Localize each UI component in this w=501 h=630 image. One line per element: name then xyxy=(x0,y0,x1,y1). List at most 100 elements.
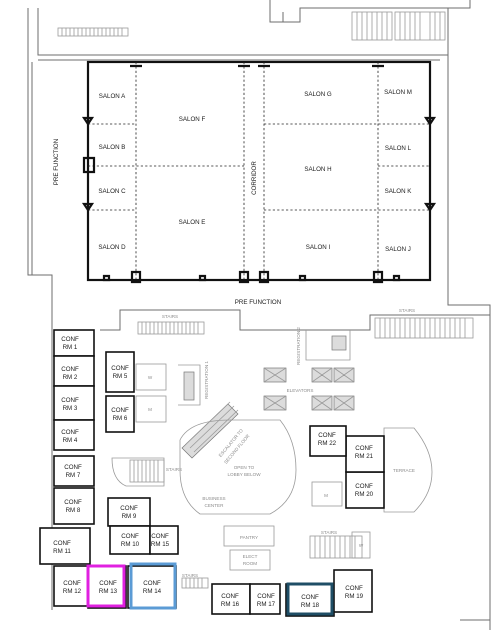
conf-rm-7-prefix: CONF xyxy=(64,464,82,471)
open-lobby-line1: OPEN TO xyxy=(234,465,255,470)
conf-rm-6-prefix: CONF xyxy=(111,407,129,414)
salon-d-label: SALON D xyxy=(98,244,126,251)
mid-stairs: STAIRS xyxy=(111,457,182,487)
conf-rm-1-prefix: CONF xyxy=(61,336,79,343)
salon-l-label: SALON L xyxy=(385,145,412,152)
conf-rm-12[interactable] xyxy=(53,565,91,607)
salon-a-label: SALON A xyxy=(99,93,126,100)
salon-m-label: SALON M xyxy=(384,89,412,96)
pantry-label: PANTRY xyxy=(240,535,258,540)
salon-c-label: SALON C xyxy=(98,188,126,195)
business-center-line2: CENTER xyxy=(205,503,225,508)
conf-rm-2[interactable] xyxy=(53,355,95,387)
corridor-label: CORRIDOR xyxy=(251,161,258,195)
conf-rm-9-label: RM 9 xyxy=(122,513,137,520)
conf-rm-5-prefix: CONF xyxy=(111,365,129,372)
elevators: ELEVATORS xyxy=(263,367,355,411)
conf-rm-17-prefix: CONF xyxy=(257,593,275,600)
restroom-w1-label: W xyxy=(148,375,153,380)
ballroom: SALON A SALON B SALON C SALON D SALON E … xyxy=(81,60,437,284)
registration-1-label: REGISTRATION 1 xyxy=(204,361,209,399)
conf-rm-21-prefix: CONF xyxy=(355,445,373,452)
conf-rm-12-prefix: CONF xyxy=(63,580,81,587)
pantry-area: PANTRY ELECT ROOM xyxy=(223,525,275,571)
stairs-top-label: STAIRS xyxy=(162,314,178,319)
stairs-right-label: STAIRS xyxy=(399,308,415,313)
terrace-label: TERRACE xyxy=(393,468,415,473)
pre-function-bottom-label: PRE FUNCTION xyxy=(235,299,281,306)
conf-rm-9[interactable] xyxy=(107,497,151,527)
conference-room-labels: CONF RM 1 CONF RM 2 CONF RM 3 CONF RM 4 … xyxy=(53,336,374,609)
conf-rm-20[interactable] xyxy=(345,471,385,509)
conf-rm-1-label: RM 1 xyxy=(63,344,78,351)
conf-rm-5[interactable] xyxy=(105,351,135,393)
conf-rm-7[interactable] xyxy=(53,455,95,487)
conf-rm-20-prefix: CONF xyxy=(355,483,373,490)
right-mid-stairs: STAIRS xyxy=(309,530,363,559)
conf-rm-20-label: RM 20 xyxy=(355,491,374,498)
restroom-w1 xyxy=(135,363,167,391)
highlight-rm-18 xyxy=(286,582,334,616)
low-stairs: STAIRS xyxy=(181,573,209,589)
registration-2-label: REGISTRATION 2 xyxy=(296,327,301,365)
conf-rm-6-label: RM 6 xyxy=(113,415,128,422)
conf-rm-17[interactable] xyxy=(249,583,281,615)
restroom-w2 xyxy=(351,531,371,559)
conf-rm-15-label: RM 15 xyxy=(151,541,170,548)
registration-2: REGISTRATION 2 xyxy=(296,327,351,365)
top-railings xyxy=(57,11,446,41)
salon-j-label: SALON J xyxy=(385,246,411,253)
conf-rm-10-prefix: CONF xyxy=(121,533,139,540)
stairs-low-label: STAIRS xyxy=(321,530,337,535)
conf-rm-1[interactable] xyxy=(53,329,95,357)
conf-rm-8-label: RM 8 xyxy=(66,507,81,514)
business-center-line1: BUSINESS xyxy=(202,496,225,501)
conf-rm-14[interactable] xyxy=(127,565,177,609)
conf-rm-11[interactable] xyxy=(39,527,91,565)
conf-rm-4[interactable] xyxy=(53,419,95,451)
conf-rm-11-prefix: CONF xyxy=(53,540,71,547)
escalator: ESCALATOR TO SECOND FLOOR xyxy=(181,401,251,465)
conf-rm-3-prefix: CONF xyxy=(61,397,79,404)
conf-rm-14-prefix: CONF xyxy=(143,580,161,587)
terrace: TERRACE xyxy=(383,427,433,513)
conf-rm-16-prefix: CONF xyxy=(221,593,239,600)
restroom-m2 xyxy=(311,481,343,507)
conf-rm-18-label: RM 18 xyxy=(301,602,320,609)
conf-rm-12-label: RM 12 xyxy=(63,588,82,595)
conf-rm-13-label: RM 13 xyxy=(99,588,118,595)
open-lobby-line2: LOBBY BELOW xyxy=(227,472,261,477)
salon-f-label: SALON F xyxy=(179,116,206,123)
salon-i-label: SALON I xyxy=(306,244,331,251)
stairs-bottom-label: STAIRS xyxy=(182,573,198,578)
open-lobby: OPEN TO LOBBY BELOW BUSINESS CENTER xyxy=(179,419,297,515)
conf-rm-9-prefix: CONF xyxy=(120,505,138,512)
salon-b-label: SALON B xyxy=(99,144,126,151)
conf-rm-13-prefix: CONF xyxy=(99,580,117,587)
restroom-w2-label: W xyxy=(359,543,364,548)
conf-rm-19[interactable] xyxy=(333,569,373,613)
center-stairs-top: STAIRS xyxy=(137,314,205,335)
conf-rm-2-prefix: CONF xyxy=(61,366,79,373)
conf-rm-6[interactable] xyxy=(105,395,135,433)
conf-rm-10[interactable] xyxy=(109,525,151,555)
elect-room-line2: ROOM xyxy=(243,561,257,566)
conf-rm-22-prefix: CONF xyxy=(318,432,336,439)
pre-function-left-label: PRE FUNCTION xyxy=(53,139,60,185)
conference-rooms xyxy=(39,329,385,617)
conf-rm-16-label: RM 16 xyxy=(221,601,240,608)
highlight-rm-14 xyxy=(129,562,177,610)
restroom-m2-label: M xyxy=(324,493,328,498)
stairs-mid-label: STAIRS xyxy=(166,467,182,472)
conf-rm-3-label: RM 3 xyxy=(63,405,78,412)
restroom-m1 xyxy=(135,395,167,423)
conf-rm-10-label: RM 10 xyxy=(121,541,140,548)
conf-rm-15[interactable] xyxy=(149,525,179,555)
conf-rm-13[interactable] xyxy=(87,565,127,609)
conf-rm-8[interactable] xyxy=(53,487,95,525)
conf-rm-2-label: RM 2 xyxy=(63,374,78,381)
conf-rm-17-label: RM 17 xyxy=(257,601,276,608)
conf-rm-22[interactable] xyxy=(309,425,347,457)
conf-rm-21[interactable] xyxy=(345,435,385,473)
conf-rm-4-prefix: CONF xyxy=(61,429,79,436)
